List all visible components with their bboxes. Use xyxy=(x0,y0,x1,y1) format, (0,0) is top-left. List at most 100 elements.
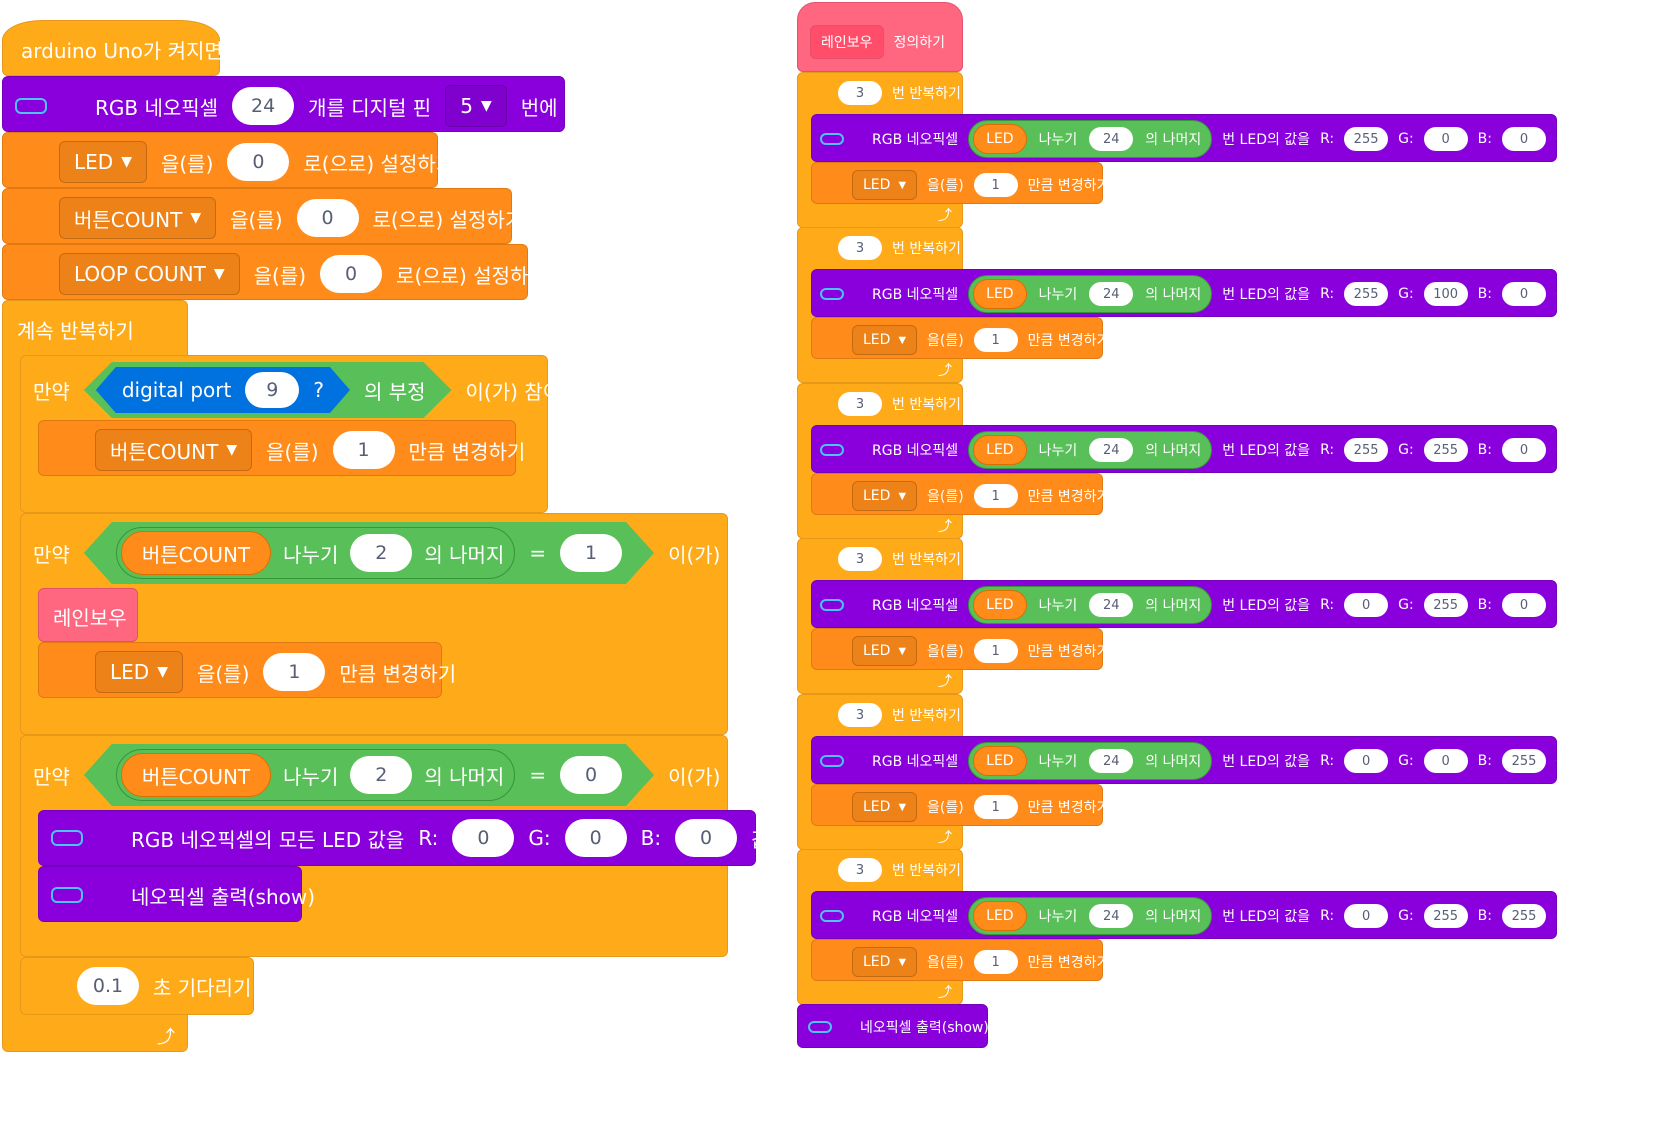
call-rainbow-block[interactable]: 레인보우 xyxy=(38,588,138,642)
set-led-color-block[interactable]: RGB 네오픽셀 LED 나누기 24 의 나머지 번 LED의 값을 R: 0… xyxy=(811,891,1625,939)
modulo-operator[interactable]: 버튼COUNT 나누기 2 의 나머지 xyxy=(115,749,516,801)
wait-block[interactable]: 0.1 초 기다리기 xyxy=(20,957,254,1015)
led-reporter[interactable]: LED xyxy=(973,746,1027,776)
change-button-count-block[interactable]: 버튼COUNT▼ 을(를) 1 만큼 변경하기 xyxy=(38,420,525,476)
value-input[interactable]: 1 xyxy=(263,653,326,691)
blue-input[interactable]: 255 xyxy=(1502,904,1546,928)
variable-dropdown-led[interactable]: LED▼ xyxy=(852,481,917,511)
set-led-color-block[interactable]: RGB 네오픽셀 LED 나누기 24 의 나머지 번 LED의 값을 R: 0… xyxy=(811,736,1625,784)
blue-input[interactable]: 0 xyxy=(675,819,738,857)
if-block-2[interactable]: 만약 버튼COUNT 나누기 2 의 나머지 = 1 이(가) 참이면 xyxy=(20,513,782,735)
modulo-operator[interactable]: LED 나누기 24 의 나머지 xyxy=(968,120,1213,158)
led-reporter[interactable]: LED xyxy=(973,124,1027,154)
red-input[interactable]: 0 xyxy=(1344,593,1389,617)
compare-input[interactable]: 0 xyxy=(560,756,623,794)
wait-seconds-input[interactable]: 0.1 xyxy=(77,967,139,1005)
red-input[interactable]: 255 xyxy=(1344,282,1389,306)
variable-dropdown-loop-count[interactable]: LOOP COUNT▼ xyxy=(59,253,240,295)
set-led-color-block[interactable]: RGB 네오픽셀 LED 나누기 24 의 나머지 번 LED의 값을 R: 0… xyxy=(811,580,1625,628)
variable-dropdown-led[interactable]: LED▼ xyxy=(59,141,147,183)
pin-dropdown[interactable]: 5▼ xyxy=(445,85,507,127)
set-loop-count-block[interactable]: LOOP COUNT▼ 을(를) 0 로(으로) 설정하기 xyxy=(2,244,547,300)
digital-port-sensor[interactable]: digital port 9 ? xyxy=(96,367,350,413)
set-led-block[interactable]: LED▼ 을(를) 0 로(으로) 설정하기 xyxy=(2,132,454,188)
led-reporter[interactable]: LED xyxy=(973,279,1027,309)
if-block-1[interactable]: 만약 digital port 9 ? 의 부정 이(가) 참이면 xyxy=(20,355,579,513)
green-input[interactable]: 0 xyxy=(1423,127,1468,151)
blue-input[interactable]: 0 xyxy=(1502,593,1546,617)
red-input[interactable]: 255 xyxy=(1344,438,1389,462)
modulo-operator[interactable]: LED 나누기 24 의 나머지 xyxy=(968,275,1213,313)
change-led-block[interactable]: LED▼ 을(를) 1 만큼 변경하기 xyxy=(811,939,1109,981)
red-input[interactable]: 0 xyxy=(1344,749,1389,773)
neopixel-show-block[interactable]: 네오픽셀 출력(show) xyxy=(797,1004,989,1048)
green-input[interactable]: 0 xyxy=(564,819,627,857)
green-input[interactable]: 255 xyxy=(1423,438,1468,462)
variable-dropdown-led[interactable]: LED▼ xyxy=(852,947,917,977)
variable-dropdown-button-count[interactable]: 버튼COUNT▼ xyxy=(95,429,253,471)
change-led-block[interactable]: LED▼ 을(를) 1 만큼 변경하기 xyxy=(811,628,1109,670)
button-count-reporter[interactable]: 버튼COUNT xyxy=(120,753,272,797)
value-input[interactable]: 0 xyxy=(296,199,359,237)
green-input[interactable]: 0 xyxy=(1423,749,1468,773)
divisor-input[interactable]: 2 xyxy=(350,756,413,794)
modulo-operator[interactable]: LED 나누기 24 의 나머지 xyxy=(968,431,1213,469)
divisor-input[interactable]: 24 xyxy=(1089,904,1134,928)
set-all-leds-block[interactable]: RGB 네오픽셀의 모든 LED 값을 R: 0 G: 0 B: 0 값으로 설… xyxy=(38,810,849,866)
divisor-input[interactable]: 24 xyxy=(1089,282,1134,306)
when-arduino-starts-hat[interactable]: arduino Uno가 켜지면 xyxy=(2,20,223,76)
divisor-input[interactable]: 24 xyxy=(1089,127,1134,151)
set-led-color-block[interactable]: RGB 네오픽셀 LED 나누기 24 의 나머지 번 LED의 값을 R: 2… xyxy=(811,425,1625,473)
variable-dropdown-button-count[interactable]: 버튼COUNT▼ xyxy=(59,197,217,239)
blue-input[interactable]: 255 xyxy=(1502,749,1546,773)
value-input[interactable]: 1 xyxy=(332,431,395,469)
value-input[interactable]: 1 xyxy=(973,639,1018,663)
divisor-input[interactable]: 24 xyxy=(1089,438,1134,462)
green-input[interactable]: 255 xyxy=(1423,904,1468,928)
led-reporter[interactable]: LED xyxy=(973,435,1027,465)
variable-dropdown-led[interactable]: LED▼ xyxy=(852,325,917,355)
red-input[interactable]: 0 xyxy=(1344,904,1389,928)
divisor-input[interactable]: 2 xyxy=(350,534,413,572)
not-operator[interactable]: digital port 9 ? 의 부정 xyxy=(84,362,452,418)
modulo-operator[interactable]: LED 나누기 24 의 나머지 xyxy=(968,742,1213,780)
change-led-block[interactable]: LED▼ 을(를) 1 만큼 변경하기 xyxy=(811,784,1109,826)
divisor-input[interactable]: 24 xyxy=(1089,749,1134,773)
change-led-block[interactable]: LED▼ 을(를) 1 만큼 변경하기 xyxy=(811,473,1109,515)
value-input[interactable]: 0 xyxy=(227,143,290,181)
neopixel-connect-block[interactable]: RGB 네오픽셀 24 개를 디지털 핀 5▼ 번에 연결 xyxy=(2,76,601,132)
value-input[interactable]: 1 xyxy=(973,173,1018,197)
repeat-times-input[interactable]: 3 xyxy=(838,547,882,571)
modulo-operator[interactable]: 버튼COUNT 나누기 2 의 나머지 xyxy=(115,527,516,579)
change-led-block[interactable]: LED▼ 을(를) 1 만큼 변경하기 xyxy=(38,642,456,698)
change-led-block[interactable]: LED▼ 을(를) 1 만큼 변경하기 xyxy=(811,317,1109,359)
blue-input[interactable]: 0 xyxy=(1502,438,1546,462)
led-reporter[interactable]: LED xyxy=(973,590,1027,620)
equals-operator[interactable]: 버튼COUNT 나누기 2 의 나머지 = 1 xyxy=(84,522,654,584)
equals-operator[interactable]: 버튼COUNT 나누기 2 의 나머지 = 0 xyxy=(84,744,654,806)
rainbow-name-field[interactable]: 레인보우 xyxy=(810,25,884,59)
blue-input[interactable]: 0 xyxy=(1502,282,1546,306)
variable-dropdown-led[interactable]: LED▼ xyxy=(852,170,917,200)
set-button-count-block[interactable]: 버튼COUNT▼ 을(를) 0 로(으로) 설정하기 xyxy=(2,188,523,244)
set-led-color-block[interactable]: RGB 네오픽셀 LED 나누기 24 의 나머지 번 LED의 값을 R: 2… xyxy=(811,114,1625,162)
red-input[interactable]: 255 xyxy=(1344,127,1389,151)
blue-input[interactable]: 0 xyxy=(1502,127,1546,151)
green-input[interactable]: 255 xyxy=(1423,593,1468,617)
port-input[interactable]: 9 xyxy=(245,372,300,408)
repeat-times-input[interactable]: 3 xyxy=(838,392,882,416)
value-input[interactable]: 0 xyxy=(320,255,383,293)
neopixel-show-block[interactable]: 네오픽셀 출력(show) xyxy=(38,866,315,922)
repeat-times-input[interactable]: 3 xyxy=(838,236,882,260)
compare-input[interactable]: 1 xyxy=(560,534,623,572)
set-led-color-block[interactable]: RGB 네오픽셀 LED 나누기 24 의 나머지 번 LED의 값을 R: 2… xyxy=(811,269,1625,317)
divisor-input[interactable]: 24 xyxy=(1089,593,1134,617)
repeat-times-input[interactable]: 3 xyxy=(838,81,882,105)
change-led-block[interactable]: LED▼ 을(를) 1 만큼 변경하기 xyxy=(811,162,1109,204)
value-input[interactable]: 1 xyxy=(973,950,1018,974)
variable-dropdown-led[interactable]: LED▼ xyxy=(95,651,183,693)
value-input[interactable]: 1 xyxy=(973,484,1018,508)
value-input[interactable]: 1 xyxy=(973,795,1018,819)
led-count-input[interactable]: 24 xyxy=(232,87,295,125)
repeat-times-input[interactable]: 3 xyxy=(838,703,882,727)
